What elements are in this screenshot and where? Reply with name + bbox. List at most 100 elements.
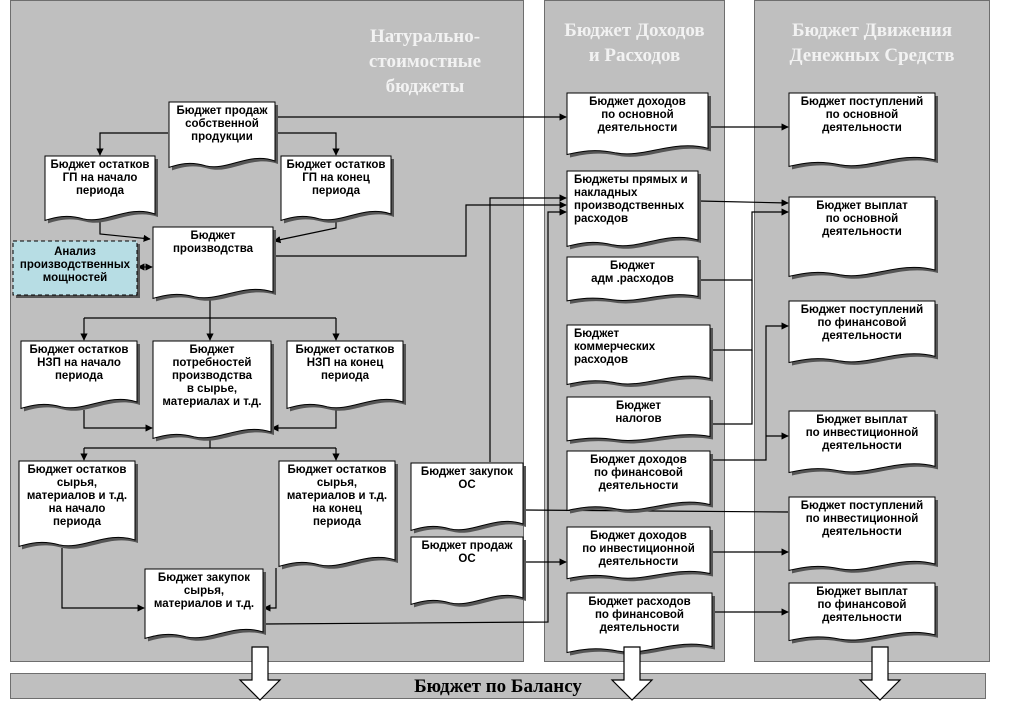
node-inv-income: Бюджет доходов по инвестиционной деятель… xyxy=(566,526,713,582)
document-shape xyxy=(566,592,715,656)
node-label: Бюджет выплат по основной деятельности xyxy=(816,200,908,238)
node-fin-income: Бюджет доходов по финансовой деятельност… xyxy=(566,450,713,514)
document-shape xyxy=(152,340,274,442)
node-inv-payments: Бюджет выплат по инвестиционной деятельн… xyxy=(788,410,938,476)
document-shape xyxy=(566,450,713,514)
edge-taxes-to-bus xyxy=(711,350,753,425)
node-label: Бюджет доходов по основной деятельности xyxy=(589,96,686,134)
node-os-purchase: Бюджет закупок ОС xyxy=(410,462,526,534)
edge-direct-costs-to-op-payments xyxy=(698,199,789,207)
edge-production-to-direct-costs xyxy=(274,201,567,257)
node-direct-costs: Бюджеты прямых и накладных производствен… xyxy=(566,170,701,250)
edge-wip-start-to-needs xyxy=(83,410,153,432)
document-shape xyxy=(566,396,713,444)
node-label: Бюджет продаж ОС xyxy=(421,540,513,565)
document-shape xyxy=(410,536,526,608)
node-label: Бюджет поступлений по основной деятельно… xyxy=(800,96,924,134)
node-label: Бюджет коммерческих расходов xyxy=(574,328,656,366)
document-shape xyxy=(566,170,701,250)
node-wip-start: Бюджет остатков НЗП на начало периода xyxy=(20,340,140,412)
node-label: Бюджет продаж собственной продукции xyxy=(176,105,268,143)
node-op-income: Бюджет доходов по основной деятельности xyxy=(566,92,711,158)
node-label: Бюджет остатков НЗП на начало периода xyxy=(29,344,129,382)
balance-arrow-icon xyxy=(610,646,654,701)
node-label: Бюджет закупок сырья, материалов и т.д. xyxy=(153,572,255,610)
edge-fg-end-to-production xyxy=(273,222,337,244)
document-shape xyxy=(286,340,406,412)
edge-needs-split xyxy=(84,440,336,449)
node-wip-end: Бюджет остатков НЗП на конец периода xyxy=(286,340,406,412)
node-op-receipts: Бюджет поступлений по основной деятельно… xyxy=(788,92,938,170)
node-inv-receipts: Бюджет поступлений по инвестиционной дея… xyxy=(788,496,938,574)
node-label: Анализ производственных мощностей xyxy=(19,246,131,284)
edge-fg-start-to-production xyxy=(99,222,151,242)
node-os-sales: Бюджет продаж ОС xyxy=(410,536,526,608)
balance-budget-title: Бюджет по Балансу xyxy=(414,676,582,697)
balance-arrow-icon xyxy=(238,646,282,701)
edge-fin-income-to-fin-receipts xyxy=(711,322,789,461)
balance-budget-bar: Бюджет по Балансу xyxy=(10,673,986,699)
node-label: Бюджет налогов xyxy=(615,400,662,425)
node-label: Бюджет адм .расходов xyxy=(591,260,674,285)
node-label: Бюджет потребностей производства в сырье… xyxy=(162,344,262,408)
document-shape xyxy=(152,226,276,302)
node-raw-end: Бюджет остатков сырья, материалов и т.д.… xyxy=(278,460,398,570)
document-shape xyxy=(788,300,938,366)
edge-raw-purchase-to-direct-costs xyxy=(263,208,567,625)
document-shape xyxy=(566,256,701,304)
document-shape xyxy=(410,462,526,534)
node-label: Бюджет остатков сырья, материалов и т.д.… xyxy=(286,464,388,528)
edge-raw-start-to-purchase xyxy=(61,548,145,612)
node-fin-expense: Бюджет расходов по финансовой деятельнос… xyxy=(566,592,715,656)
edge-raw-end-to-purchase xyxy=(263,568,277,612)
node-label: Бюджет остатков НЗП на конец периода xyxy=(295,344,395,382)
node-label: Бюджет доходов по инвестиционной деятель… xyxy=(582,530,695,568)
node-label: Бюджет остатков ГП на начало периода xyxy=(50,159,150,197)
node-commercial: Бюджет коммерческих расходов xyxy=(566,324,713,388)
node-label: Бюджет доходов по финансовой деятельност… xyxy=(590,454,687,492)
edge-admin-to-op-payments xyxy=(699,208,789,281)
document-shape xyxy=(788,410,938,476)
document-shape xyxy=(280,155,394,224)
document-shape xyxy=(566,526,713,582)
edge-sales-to-fg-start xyxy=(96,132,168,156)
document-shape xyxy=(788,582,938,644)
document-shape xyxy=(20,340,140,412)
node-raw-start: Бюджет остатков сырья, материалов и т.д.… xyxy=(18,460,138,550)
node-label: Бюджет остатков ГП на конец периода xyxy=(286,159,386,197)
node-capacity: Анализ производственных мощностей xyxy=(12,240,140,298)
document-shape xyxy=(144,568,266,642)
node-label: Бюджет расходов по финансовой деятельнос… xyxy=(588,596,691,634)
document-shape xyxy=(788,196,938,280)
document-shape xyxy=(566,92,711,158)
node-fin-receipts: Бюджет поступлений по финансовой деятель… xyxy=(788,300,938,366)
node-label: Бюджет остатков сырья, материалов и т.д.… xyxy=(26,464,128,528)
document-shape xyxy=(278,460,398,570)
document-shape xyxy=(788,92,938,170)
node-label: Бюджеты прямых и накладных производствен… xyxy=(574,174,688,225)
node-label: Бюджет закупок ОС xyxy=(420,466,514,491)
document-shape xyxy=(12,240,140,298)
node-label: Бюджет поступлений по инвестиционной дея… xyxy=(800,500,924,538)
node-fg-end: Бюджет остатков ГП на конец периода xyxy=(280,155,394,224)
node-op-payments: Бюджет выплат по основной деятельности xyxy=(788,196,938,280)
node-fin-payments: Бюджет выплат по финансовой деятельности xyxy=(788,582,938,644)
balance-arrow-icon xyxy=(858,646,902,701)
node-label: Бюджет выплат по инвестиционной деятельн… xyxy=(805,414,919,452)
document-shape xyxy=(566,324,713,388)
document-shape xyxy=(44,155,158,224)
panel-title-natural: Натурально- стоимостные бюджеты xyxy=(368,26,482,97)
edge-sales-to-fg-end xyxy=(276,132,340,156)
node-fg-start: Бюджет остатков ГП на начало периода xyxy=(44,155,158,224)
node-needs: Бюджет потребностей производства в сырье… xyxy=(152,340,274,442)
document-shape xyxy=(18,460,138,550)
node-label: Бюджет производства xyxy=(172,230,254,255)
document-shape xyxy=(168,101,278,171)
node-raw-purchase: Бюджет закупок сырья, материалов и т.д. xyxy=(144,568,266,642)
node-production: Бюджет производства xyxy=(152,226,276,302)
node-label: Бюджет выплат по финансовой деятельности xyxy=(816,586,908,624)
panel-title-cashflow: Бюджет Движения Денежных Средств xyxy=(789,20,955,66)
node-label: Бюджет поступлений по финансовой деятель… xyxy=(800,304,924,342)
